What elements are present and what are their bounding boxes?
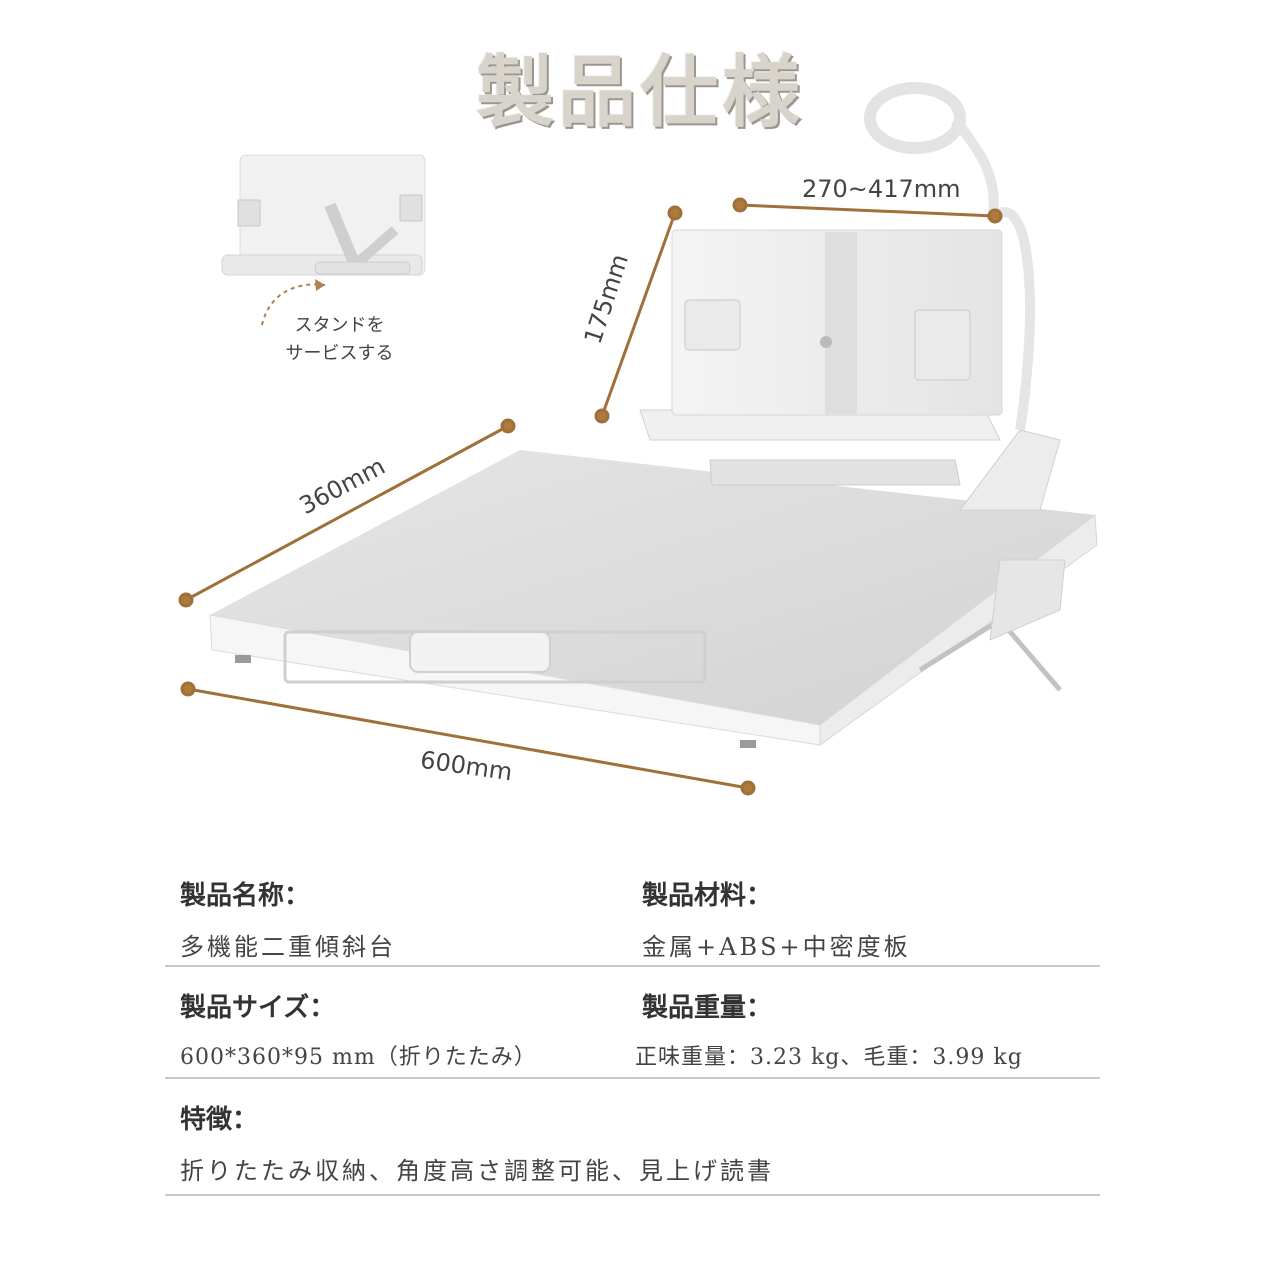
product-illustration (178, 82, 1098, 796)
spec-size-label: 製品サイズ： (180, 993, 336, 1023)
spec-weight-label: 製品重量： (642, 993, 773, 1023)
spec-name-label: 製品名称： (180, 881, 311, 911)
spec-material-value: 金属+ABS+中密度板 (642, 933, 911, 961)
board-image (209, 450, 1098, 748)
inset-caption: スタンドを サービスする (262, 312, 417, 368)
spec-cell-size: 製品サイズ： 600*360*95 mm（折りたたみ） (165, 967, 627, 1077)
spec-table: 製品名称： 多機能二重傾斜台 製品材料： 金属+ABS+中密度板 製品サイズ： … (165, 855, 1100, 1196)
spec-row: 製品サイズ： 600*360*95 mm（折りたたみ） 製品重量： 正味重量：3… (165, 967, 1100, 1079)
spec-cell-name: 製品名称： 多機能二重傾斜台 (165, 855, 627, 965)
spec-size-value: 600*360*95 mm（折りたたみ） (180, 1045, 537, 1070)
spec-feature-value: 折りたたみ収納、角度高さ調整可能、見上げ読書 (180, 1157, 774, 1185)
page-title: 製品仕様 (475, 47, 804, 138)
spec-cell-feature: 特徴： 折りたたみ収納、角度高さ調整可能、見上げ読書 (165, 1079, 1100, 1194)
spec-row: 製品名称： 多機能二重傾斜台 製品材料： 金属+ABS+中密度板 (165, 855, 1100, 967)
spec-feature-label: 特徴： (180, 1105, 259, 1135)
spec-cell-weight: 製品重量： 正味重量：3.23 kg、毛重：3.99 kg (627, 967, 1089, 1077)
inset-stand-image (221, 154, 426, 276)
book-holder-image (639, 82, 1061, 511)
spec-name-value: 多機能二重傾斜台 (180, 933, 396, 961)
dimension-label-width-top: 270~417mm (802, 175, 961, 203)
inset-caption-line2: サービスする (285, 343, 394, 364)
spec-cell-material: 製品材料： 金属+ABS+中密度板 (627, 855, 1089, 965)
dimension-lines (178, 197, 1003, 796)
inset-caption-line1: スタンドを (294, 315, 385, 336)
spec-material-label: 製品材料： (642, 881, 773, 911)
spec-row: 特徴： 折りたたみ収納、角度高さ調整可能、見上げ読書 (165, 1079, 1100, 1196)
spec-weight-value: 正味重量：3.23 kg、毛重：3.99 kg (635, 1045, 1023, 1070)
